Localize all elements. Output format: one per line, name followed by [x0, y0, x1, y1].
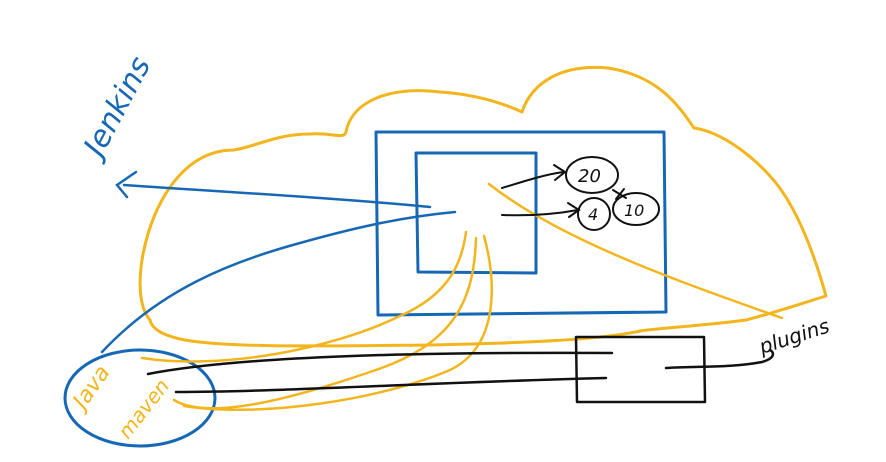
jenkins-arrow-head — [115, 170, 138, 199]
plugins-link-line — [664, 348, 775, 370]
plugin-box — [574, 335, 707, 404]
ten-label: 10 — [624, 201, 644, 220]
four-label: 4 — [588, 205, 598, 224]
java-label: Java — [66, 361, 115, 417]
plugins-label: plugins — [755, 314, 832, 359]
cloud-outline — [138, 65, 828, 348]
jenkins-label: Jenkins — [75, 51, 158, 166]
ten-circle — [612, 192, 660, 226]
twenty-circle — [565, 156, 619, 194]
plus-mark — [612, 188, 627, 200]
arrow-to-four — [501, 209, 579, 217]
outer-container-box — [374, 130, 668, 317]
yellow-strand-2 — [172, 236, 478, 410]
ink-line-lower — [174, 376, 608, 394]
maven-label: maven — [113, 374, 174, 443]
four-circle — [577, 197, 611, 231]
java-maven-circle — [63, 348, 217, 448]
yellow-strand-1 — [140, 230, 468, 363]
java-to-box-line — [100, 210, 457, 354]
arrow-to-twenty-head — [553, 164, 567, 181]
arrow-to-twenty — [501, 171, 565, 189]
ink-line-upper — [146, 351, 614, 376]
jenkins-link-line — [122, 183, 432, 209]
yellow-strand-3 — [182, 234, 493, 411]
inner-container-box — [414, 151, 538, 275]
twenty-label: 20 — [578, 166, 601, 187]
plugins-yellow-line — [487, 182, 784, 320]
